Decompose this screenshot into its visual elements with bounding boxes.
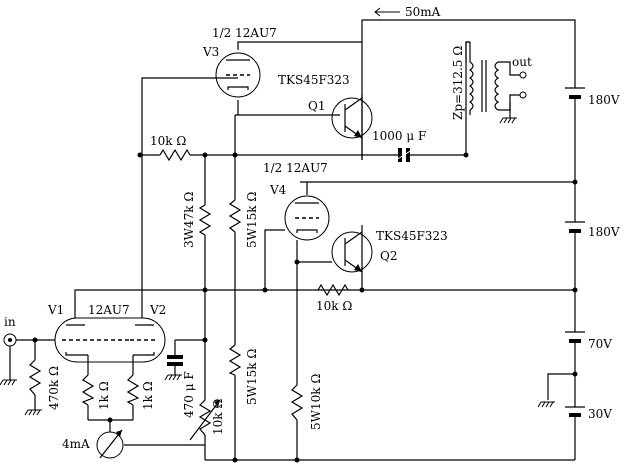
resistor-1k-left: [81, 374, 95, 406]
label-v3-type: 1/2 12AU7: [212, 26, 277, 40]
label-supply-2: 180V: [588, 225, 620, 239]
label-res-470k: 470k Ω: [47, 366, 61, 410]
tube-v1-v2: [54, 317, 166, 363]
input-jack: [3, 333, 17, 347]
label-res-1k-right: 1k Ω: [141, 381, 155, 410]
battery-30v: [565, 405, 585, 418]
label-res-3w47k: 3W47k Ω: [182, 192, 196, 248]
tube-v3: [215, 52, 261, 98]
label-supply-4: 30V: [588, 407, 612, 421]
label-res-mid: 10k Ω: [316, 299, 352, 313]
capacitor-1000uf: [395, 148, 413, 162]
resistor-5w15k-lower: [228, 344, 242, 376]
capacitor-470uf: [167, 355, 183, 366]
label-current-meter: 4mA: [62, 437, 90, 451]
resistor-10k-top: [159, 148, 191, 162]
ammeter-4ma: [96, 429, 124, 459]
label-q1-name: Q1: [308, 99, 325, 113]
resistor-1k-right: [126, 374, 140, 406]
battery-180v-lower: [565, 220, 585, 240]
transistor-q1: [331, 97, 373, 139]
resistor-3w47k: [198, 204, 212, 236]
label-res-1k-left: 1k Ω: [97, 381, 111, 410]
label-res-5w15k-upper: 5W15k Ω: [245, 192, 259, 248]
battery-180v-upper: [565, 85, 585, 110]
label-supply-3: 70V: [588, 337, 612, 351]
label-supply-1: 180V: [588, 93, 620, 107]
label-v12-type: 12AU7: [88, 303, 130, 317]
label-v3-name: V3: [202, 45, 219, 59]
output-terminals: [519, 71, 527, 99]
transistor-q2: [331, 231, 373, 273]
label-cap-bypass: 470 μ F: [182, 371, 196, 418]
label-v4-name: V4: [269, 183, 287, 197]
battery-70v: [565, 330, 585, 345]
label-res-5w10k: 5W10k Ω: [309, 374, 323, 430]
label-v2-name: V2: [149, 303, 166, 317]
resistor-5w15k-upper: [228, 199, 242, 233]
output-transformer: [466, 41, 520, 118]
label-q1-type: TKS45F323: [278, 73, 350, 87]
label-output: out: [512, 55, 532, 69]
label-input: in: [4, 315, 16, 329]
circuit-wires: [16, 19, 576, 461]
label-q2-name: Q2: [380, 249, 397, 263]
label-res-5w15k-lower: 5W15k Ω: [245, 349, 259, 405]
ground-symbols: [0, 117, 555, 416]
label-transformer: Zp=312.5 Ω: [451, 46, 465, 120]
label-cap-output: 1000 μ F: [372, 129, 426, 143]
tube-v4: [284, 195, 330, 241]
label-current-top: 50mA: [405, 5, 441, 19]
potentiometer-10k: [189, 399, 221, 441]
label-v4-type: 1/2 12AU7: [263, 161, 328, 175]
current-arrow: [374, 7, 400, 17]
resistor-470k: [28, 359, 42, 396]
label-v1-name: V1: [47, 303, 64, 317]
junction-dots: [32, 152, 578, 463]
resistor-10k-mid: [317, 283, 349, 297]
label-res-top: 10k Ω: [150, 134, 186, 148]
resistor-5w10k: [290, 384, 304, 421]
label-res-10k-pot: 10k Ω: [211, 399, 225, 435]
label-q2-type: TKS45F323: [376, 229, 448, 243]
